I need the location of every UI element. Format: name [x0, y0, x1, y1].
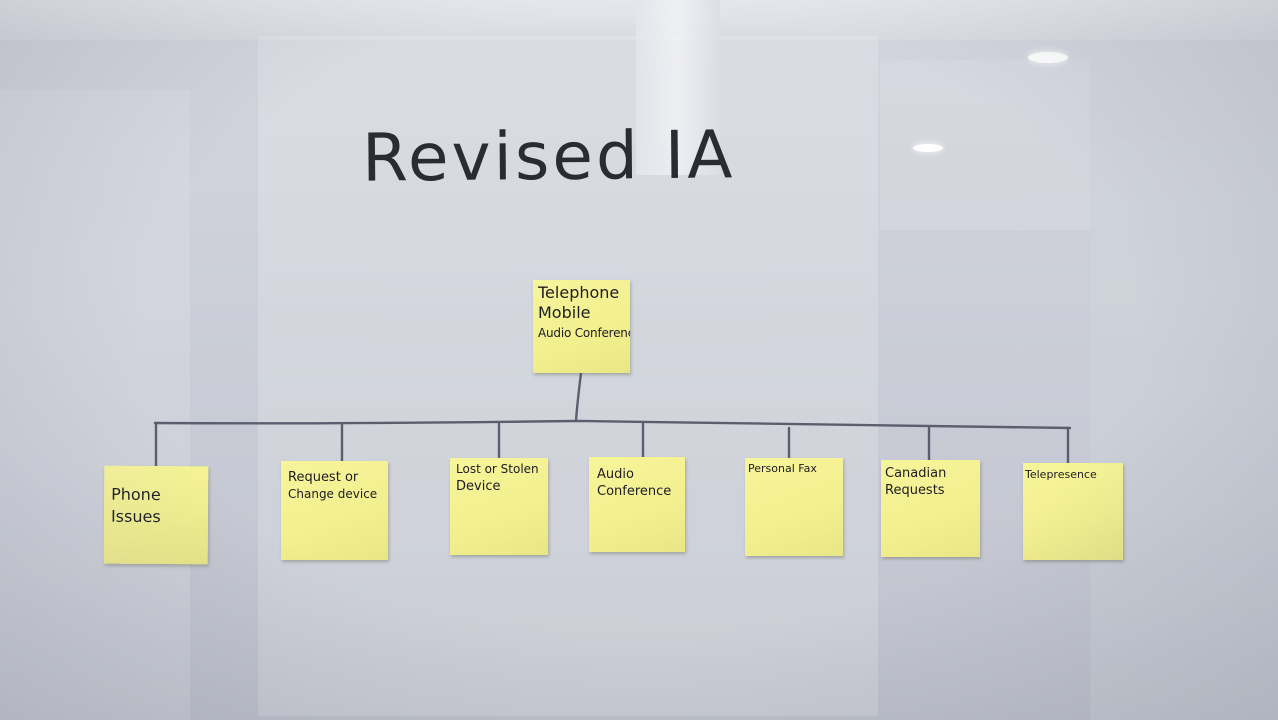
note-text: Telepresence [1025, 468, 1097, 481]
horizontal-branch [153, 419, 1072, 430]
root-connector [574, 371, 583, 423]
note-text: Mobile [538, 303, 591, 322]
note-text: Canadian [885, 466, 947, 481]
note-text: Device [456, 479, 501, 494]
sticky-note-request-or-change-device: Request or Change device [281, 461, 388, 560]
sticky-note-telepresence: Telepresence [1023, 463, 1123, 560]
glass-pane [1090, 140, 1278, 720]
note-text: Change device [288, 487, 378, 501]
ceiling-beam [636, 0, 720, 175]
note-text: Request or [288, 470, 359, 485]
sticky-note-phone-issues: Phone Issues [103, 465, 209, 565]
note-text: Audio Conference [538, 326, 630, 340]
sticky-note-audio-conference: Audio Conference [589, 457, 685, 552]
note-text: Conference [597, 484, 672, 499]
glass-pane [258, 36, 878, 716]
note-text: Audio [597, 467, 634, 482]
note-text: Lost or Stolen [456, 462, 539, 476]
sticky-note-personal-fax: Personal Fax [745, 458, 843, 556]
note-text: Phone [111, 484, 161, 505]
root-sticky-note: Telephone Mobile Audio Conference [533, 280, 630, 373]
note-text: Requests [885, 483, 945, 498]
ceiling-light [1028, 52, 1068, 63]
note-text: Issues [110, 506, 161, 527]
note-text: Telephone [538, 283, 620, 302]
ceiling-light [913, 144, 943, 152]
sticky-note-canadian-requests: Canadian Requests [881, 460, 980, 557]
note-text: Personal Fax [748, 462, 817, 475]
sticky-note-lost-or-stolen-device: Lost or Stolen Device [450, 458, 548, 555]
glass-pane [0, 90, 190, 720]
